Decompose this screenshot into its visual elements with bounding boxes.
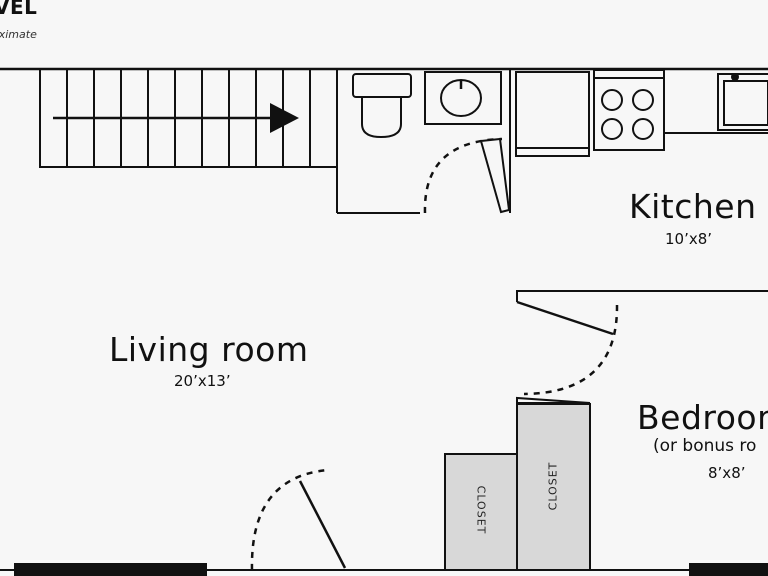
closet-label-right: CLOSET xyxy=(546,461,560,511)
sink-icon xyxy=(424,71,502,125)
kitchen-size: 10’x8’ xyxy=(665,230,713,248)
closet-label-left: CLOSET xyxy=(474,485,488,535)
page-title: VEL xyxy=(0,0,38,19)
stair-direction-arrow-icon xyxy=(53,103,299,133)
stove-icon xyxy=(593,69,665,151)
scale-note: oximate xyxy=(0,28,37,41)
bedroom-subtitle: (or bonus ro xyxy=(653,436,757,456)
window-right xyxy=(689,563,768,576)
window-left xyxy=(14,563,207,576)
bathroom-walls xyxy=(336,69,511,214)
dishwasher-icon xyxy=(515,71,590,157)
closet-right xyxy=(516,403,591,571)
living-room-label: Living room xyxy=(109,330,309,369)
bedroom-door xyxy=(516,300,619,396)
bedroom-label: Bedroom xyxy=(637,398,768,437)
kitchen-label: Kitchen xyxy=(629,187,757,226)
bedroom-size: 8’x8’ xyxy=(708,464,746,482)
closets xyxy=(444,403,591,571)
entry-door xyxy=(250,468,347,571)
bathroom-door xyxy=(423,137,511,214)
kitchen-sink-icon xyxy=(717,73,768,131)
toilet-icon xyxy=(352,73,412,139)
living-room-size: 20’x13’ xyxy=(174,372,231,390)
